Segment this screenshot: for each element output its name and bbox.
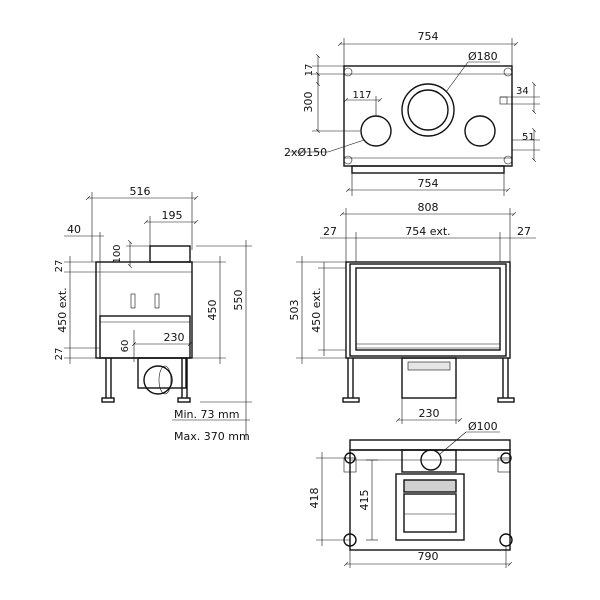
bottom-inlet-circle xyxy=(420,449,442,471)
side-total-height-label: 550 xyxy=(232,290,245,311)
bottom-width-label: 790 xyxy=(418,550,439,563)
side-view: 516 195 40 100 27 450 ext. 27 450 550 xyxy=(54,185,252,443)
front-view: 808 754 ext. 27 27 503 450 ext. 230 xyxy=(288,201,536,424)
corner-bolt xyxy=(503,67,513,77)
top-edge-label: 17 xyxy=(304,64,315,77)
outlet-offset-label: 117 xyxy=(352,90,371,101)
bottom-inlet-diameter-label: Ø100 xyxy=(468,420,498,433)
corner-bolt xyxy=(343,155,353,165)
corner-bolt xyxy=(503,155,513,165)
side-ext-height-label: 450 ext. xyxy=(56,287,69,332)
side-outlet-width-label: 230 xyxy=(164,331,185,344)
front-outlet-box xyxy=(401,357,457,399)
side-depth-label: 516 xyxy=(130,185,151,198)
front-view-body xyxy=(345,261,511,359)
front-outlet-width-label: 230 xyxy=(419,407,440,420)
side-max-label: Max. 370 mm xyxy=(174,430,250,443)
side-min-label: Min. 73 mm xyxy=(174,408,239,421)
flue-collar-inner xyxy=(407,89,449,131)
top-view-body xyxy=(343,65,513,167)
corner-bolt xyxy=(343,67,353,77)
side-collar-label: 100 xyxy=(112,244,123,263)
flue-diameter-label: Ø180 xyxy=(468,50,498,63)
side-outlet-left xyxy=(360,115,392,147)
bottom-view: Ø100 418 415 790 xyxy=(308,420,513,568)
bottom-depth-label: 418 xyxy=(308,488,321,509)
top-bottom-width-label: 754 xyxy=(418,177,439,190)
side-bottom-gap-label: 27 xyxy=(54,348,65,361)
side-foot-label: 60 xyxy=(120,340,131,353)
side-inner-height-label: 450 xyxy=(206,300,219,321)
side-outlet-diameter-label: 2xØ150 xyxy=(284,146,327,159)
side-top-gap-label: 27 xyxy=(54,260,65,273)
side-outlet-box xyxy=(137,357,187,389)
front-right-margin-label: 27 xyxy=(517,225,531,238)
front-ext-height-label: 450 ext. xyxy=(310,287,323,332)
top-width-label: 754 xyxy=(418,30,439,43)
bottom-edge-label: 51 xyxy=(522,132,535,143)
top-depth-label: 300 xyxy=(302,92,315,113)
bottom-top-rail xyxy=(349,439,511,451)
front-total-width-label: 808 xyxy=(418,201,439,214)
right-edge-label: 34 xyxy=(516,86,529,97)
bottom-chamber-outer xyxy=(395,473,465,541)
front-height-label: 503 xyxy=(288,300,301,321)
front-ext-width-label: 754 ext. xyxy=(405,225,450,238)
side-flue-collar xyxy=(149,245,191,263)
side-outlet-circle xyxy=(143,365,173,395)
side-outlet-right xyxy=(464,115,496,147)
bottom-inner-depth-label: 415 xyxy=(358,490,371,511)
front-left-margin-label: 27 xyxy=(323,225,337,238)
top-view: 754 Ø180 17 300 117 2xØ150 34 51 xyxy=(284,30,540,196)
bottom-view-body xyxy=(349,449,511,551)
flue-collar-outer xyxy=(401,83,455,137)
front-glass-panel xyxy=(355,267,501,351)
side-flue-offset-label: 195 xyxy=(162,209,183,222)
side-front-label: 40 xyxy=(67,223,81,236)
